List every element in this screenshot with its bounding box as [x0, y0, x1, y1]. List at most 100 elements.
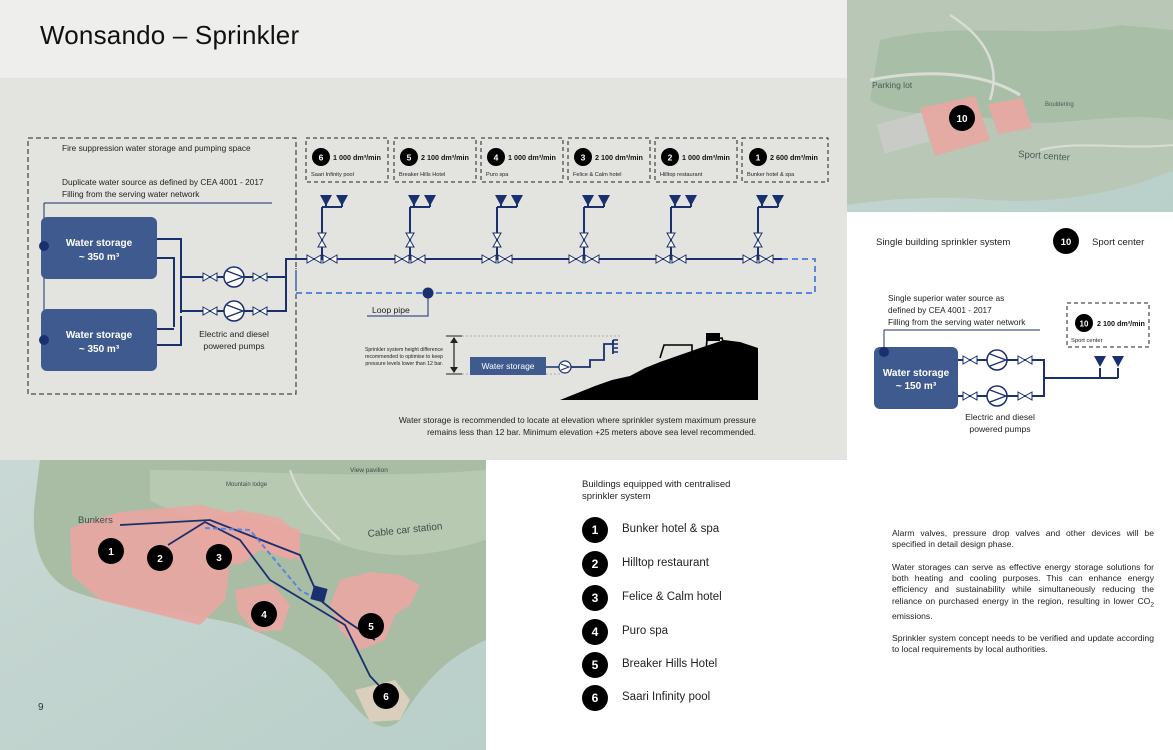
tank-1-volume: ~ 350 m³: [79, 252, 120, 263]
zone-1-num: 1: [756, 153, 761, 163]
tank-1-label: Water storage: [66, 238, 133, 249]
single-zone-name: Sport center: [1071, 338, 1103, 344]
single-storage-label: Water storage: [883, 368, 950, 379]
zone-1-flow: 2 600 dm³/min: [770, 153, 818, 162]
storage-room-boundary: [27, 137, 297, 395]
zone-6-flow: 1 000 dm³/min: [333, 153, 381, 162]
zone-branch-4: [481, 194, 524, 264]
zone-3-num: 3: [581, 153, 586, 163]
zone-2-name: Hilltop restaurant: [660, 172, 703, 178]
title-band: [0, 0, 847, 78]
single-zone-num: 10: [1080, 320, 1089, 329]
elevation-diagram: [446, 333, 758, 400]
map-marker-5: [358, 613, 384, 639]
zone-6-num: 6: [319, 153, 324, 163]
zone-2-flow: 1 000 dm³/min: [682, 153, 730, 162]
loop-pipe-leader: [367, 298, 429, 317]
zone-box-5: 5 2 100 dm³/min Breaker Hills Hotel: [393, 137, 477, 183]
map-marker-10-label: 10: [956, 114, 968, 125]
zone-4-name: Puro spa: [486, 172, 509, 178]
zone-2-num: 2: [668, 153, 673, 163]
elevation-storage-label: Water storage: [481, 361, 534, 371]
map-marker-4-label: 4: [261, 610, 267, 621]
page-number: 9: [38, 702, 44, 713]
map-marker-3: [206, 544, 232, 570]
pumps-label-2: powered pumps: [203, 341, 264, 351]
zone-box-6: 6 1 000 dm³/min Saari Infinity pool: [305, 137, 389, 183]
zone-4-flow: 1 000 dm³/min: [508, 153, 556, 162]
zone-5-num: 5: [407, 153, 412, 163]
single-zone-flow: 2 100 dm³/min: [1097, 319, 1145, 328]
legend-label-4: Puro spa: [622, 625, 669, 637]
legend-label-2: Hilltop restaurant: [622, 557, 709, 569]
zone-branch-2: [655, 194, 698, 264]
single-pumps-label-2: powered pumps: [969, 424, 1030, 434]
water-storage-tank-2: [41, 309, 157, 371]
legend-label-6: Saari Infinity pool: [622, 691, 711, 703]
note-alarm-valves: Alarm valves, pressure drop valves and o…: [892, 528, 1154, 550]
aerial-map-bottom: [0, 460, 487, 750]
map-marker-6-label: 6: [383, 692, 389, 703]
elevation-caption-2: remains less than 12 bar. Minimum elevat…: [427, 427, 756, 437]
map-marker-1-label: 1: [108, 547, 114, 558]
tank-2-volume: ~ 350 m³: [79, 344, 120, 355]
map-label-parking: Parking lot: [872, 80, 913, 90]
height-note-1: Sprinkler system height difference: [365, 347, 443, 353]
zone-3-flow: 2 100 dm³/min: [595, 153, 643, 162]
map-marker-1: [98, 538, 124, 564]
zone-box-1: 1 2 600 dm³/min Bunker hotel & spa: [741, 137, 829, 183]
single-pump-set: [958, 349, 1124, 407]
zone-box-4: 4 1 000 dm³/min Puro spa: [480, 137, 564, 183]
legend-label-1: Bunker hotel & spa: [622, 523, 720, 535]
note-energy-storage: Water storages can serve as effective en…: [892, 562, 1154, 622]
note-energy-storage-text: Water storages can serve as effective en…: [892, 562, 1154, 606]
buildings-heading: Buildings equipped with centralised spri…: [582, 479, 762, 503]
note-co2-subscript: 2: [1150, 601, 1154, 609]
duplicate-source-text-1: Duplicate water source as defined by CEA…: [62, 177, 264, 187]
single-building-marker: [1053, 228, 1079, 254]
map-marker-10: [949, 105, 975, 131]
map-marker-2-label: 2: [157, 554, 163, 565]
aerial-map-top: [847, 0, 1173, 212]
height-note-3: pressure levels lower than 12 bar.: [365, 361, 443, 367]
map-label-bouldering: Bouldering: [1045, 102, 1074, 108]
zone-branch-5: [394, 194, 437, 264]
map-label-mountain-lodge: Mountain lodge: [226, 482, 268, 488]
map-marker-6: [373, 683, 399, 709]
elevation-caption-1: Water storage is recommended to locate a…: [399, 415, 757, 425]
single-water-storage-tank: [874, 347, 958, 409]
map-markers-bottom: 1 2 3 4 5 6: [98, 538, 399, 709]
water-storage-tank-1: [41, 217, 157, 279]
legend-label-3: Felice & Calm hotel: [622, 591, 722, 603]
legend-number-3: 3: [582, 585, 608, 611]
buildings-heading-line-2: sprinkler system: [582, 491, 651, 502]
loop-pipe: [295, 258, 816, 294]
map-label-view-pavilion: View pavilion: [350, 467, 388, 474]
pump-set-2: [200, 300, 270, 322]
zone-box-3: 3 2 100 dm³/min Felice & Calm hotel: [567, 137, 651, 183]
note-energy-storage-end: emissions.: [892, 610, 933, 621]
zone-branches: [306, 194, 785, 264]
map-marker-3-label: 3: [216, 553, 222, 564]
pump-set-1: [200, 266, 270, 288]
map-marker-4: [251, 601, 277, 627]
tank-piping: [157, 238, 300, 346]
single-zone-box: 10 2 100 dm³/min Sport center: [1066, 302, 1150, 348]
map-label-sport-center: Sport center: [1018, 149, 1070, 164]
storage-room-label: Fire suppression water storage and pumpi…: [62, 143, 251, 153]
single-source-text-2: defined by CEA 4001 - 2017: [888, 305, 992, 315]
height-note-2: recommended to optimise to keep: [365, 354, 443, 360]
zone-branch-6: [306, 194, 349, 264]
legend-label-5: Breaker Hills Hotel: [622, 658, 718, 670]
tank-2-label: Water storage: [66, 330, 133, 341]
single-pumps-label-1: Electric and diesel: [965, 412, 1035, 422]
single-source-text-3: Filling from the serving water network: [888, 317, 1026, 327]
legend-number-2: 2: [582, 551, 608, 577]
zone-6-name: Saari Infinity pool: [311, 172, 354, 178]
map-marker-2: [147, 545, 173, 571]
single-building-name: Sport center: [1092, 237, 1145, 248]
zone-branch-1: [742, 194, 785, 264]
single-system-heading: Single building sprinkler system: [876, 237, 1010, 248]
map-label-bunkers: Bunkers: [78, 515, 113, 526]
